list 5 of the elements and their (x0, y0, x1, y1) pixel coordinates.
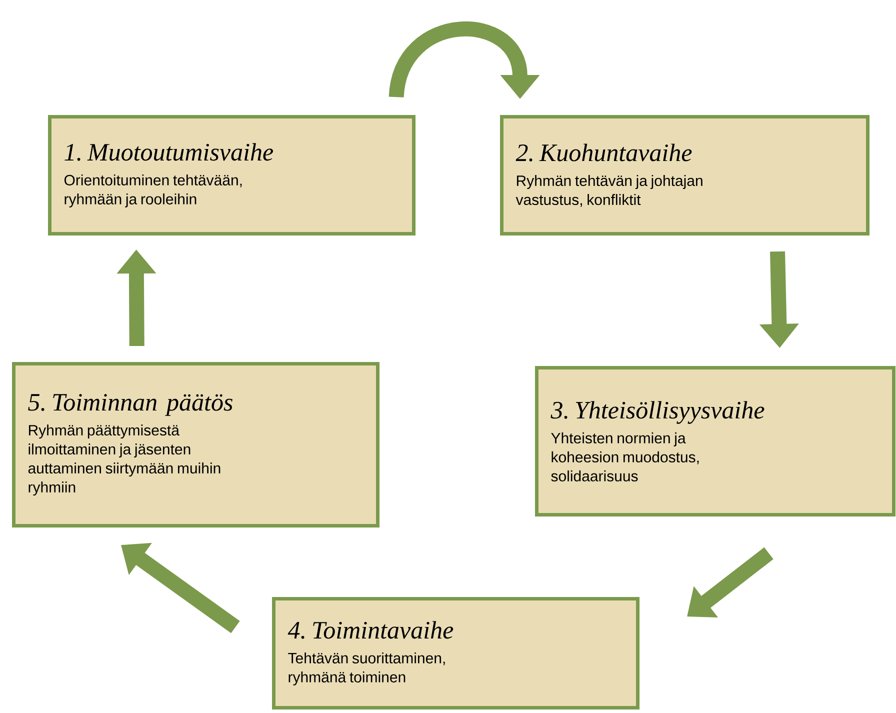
stage-box: 4. Toimintavaihe Tehtävän suorittaminen, ryhmänä toiminen (272, 597, 640, 710)
stage-box: 2. Kuohuntavaihe Ryhmän tehtävän ja johtajan vastustus, konfliktit (500, 115, 870, 236)
stage-box: 5. Toiminnan päätös Ryhmän päättymisestä ilmoittaminen ja jäsenten auttaminen siirtymään muihin ryhmiin (12, 362, 380, 528)
stage-box: 1. Muotoutumisvaihe Orientoituminen tehtävään, ryhmään ja rooleihin (48, 115, 416, 236)
stage-box: 3. Yhteisöllisyysvaihe Yhteisten normien ja koheesion muodostus, solidaarisuus (535, 366, 896, 516)
